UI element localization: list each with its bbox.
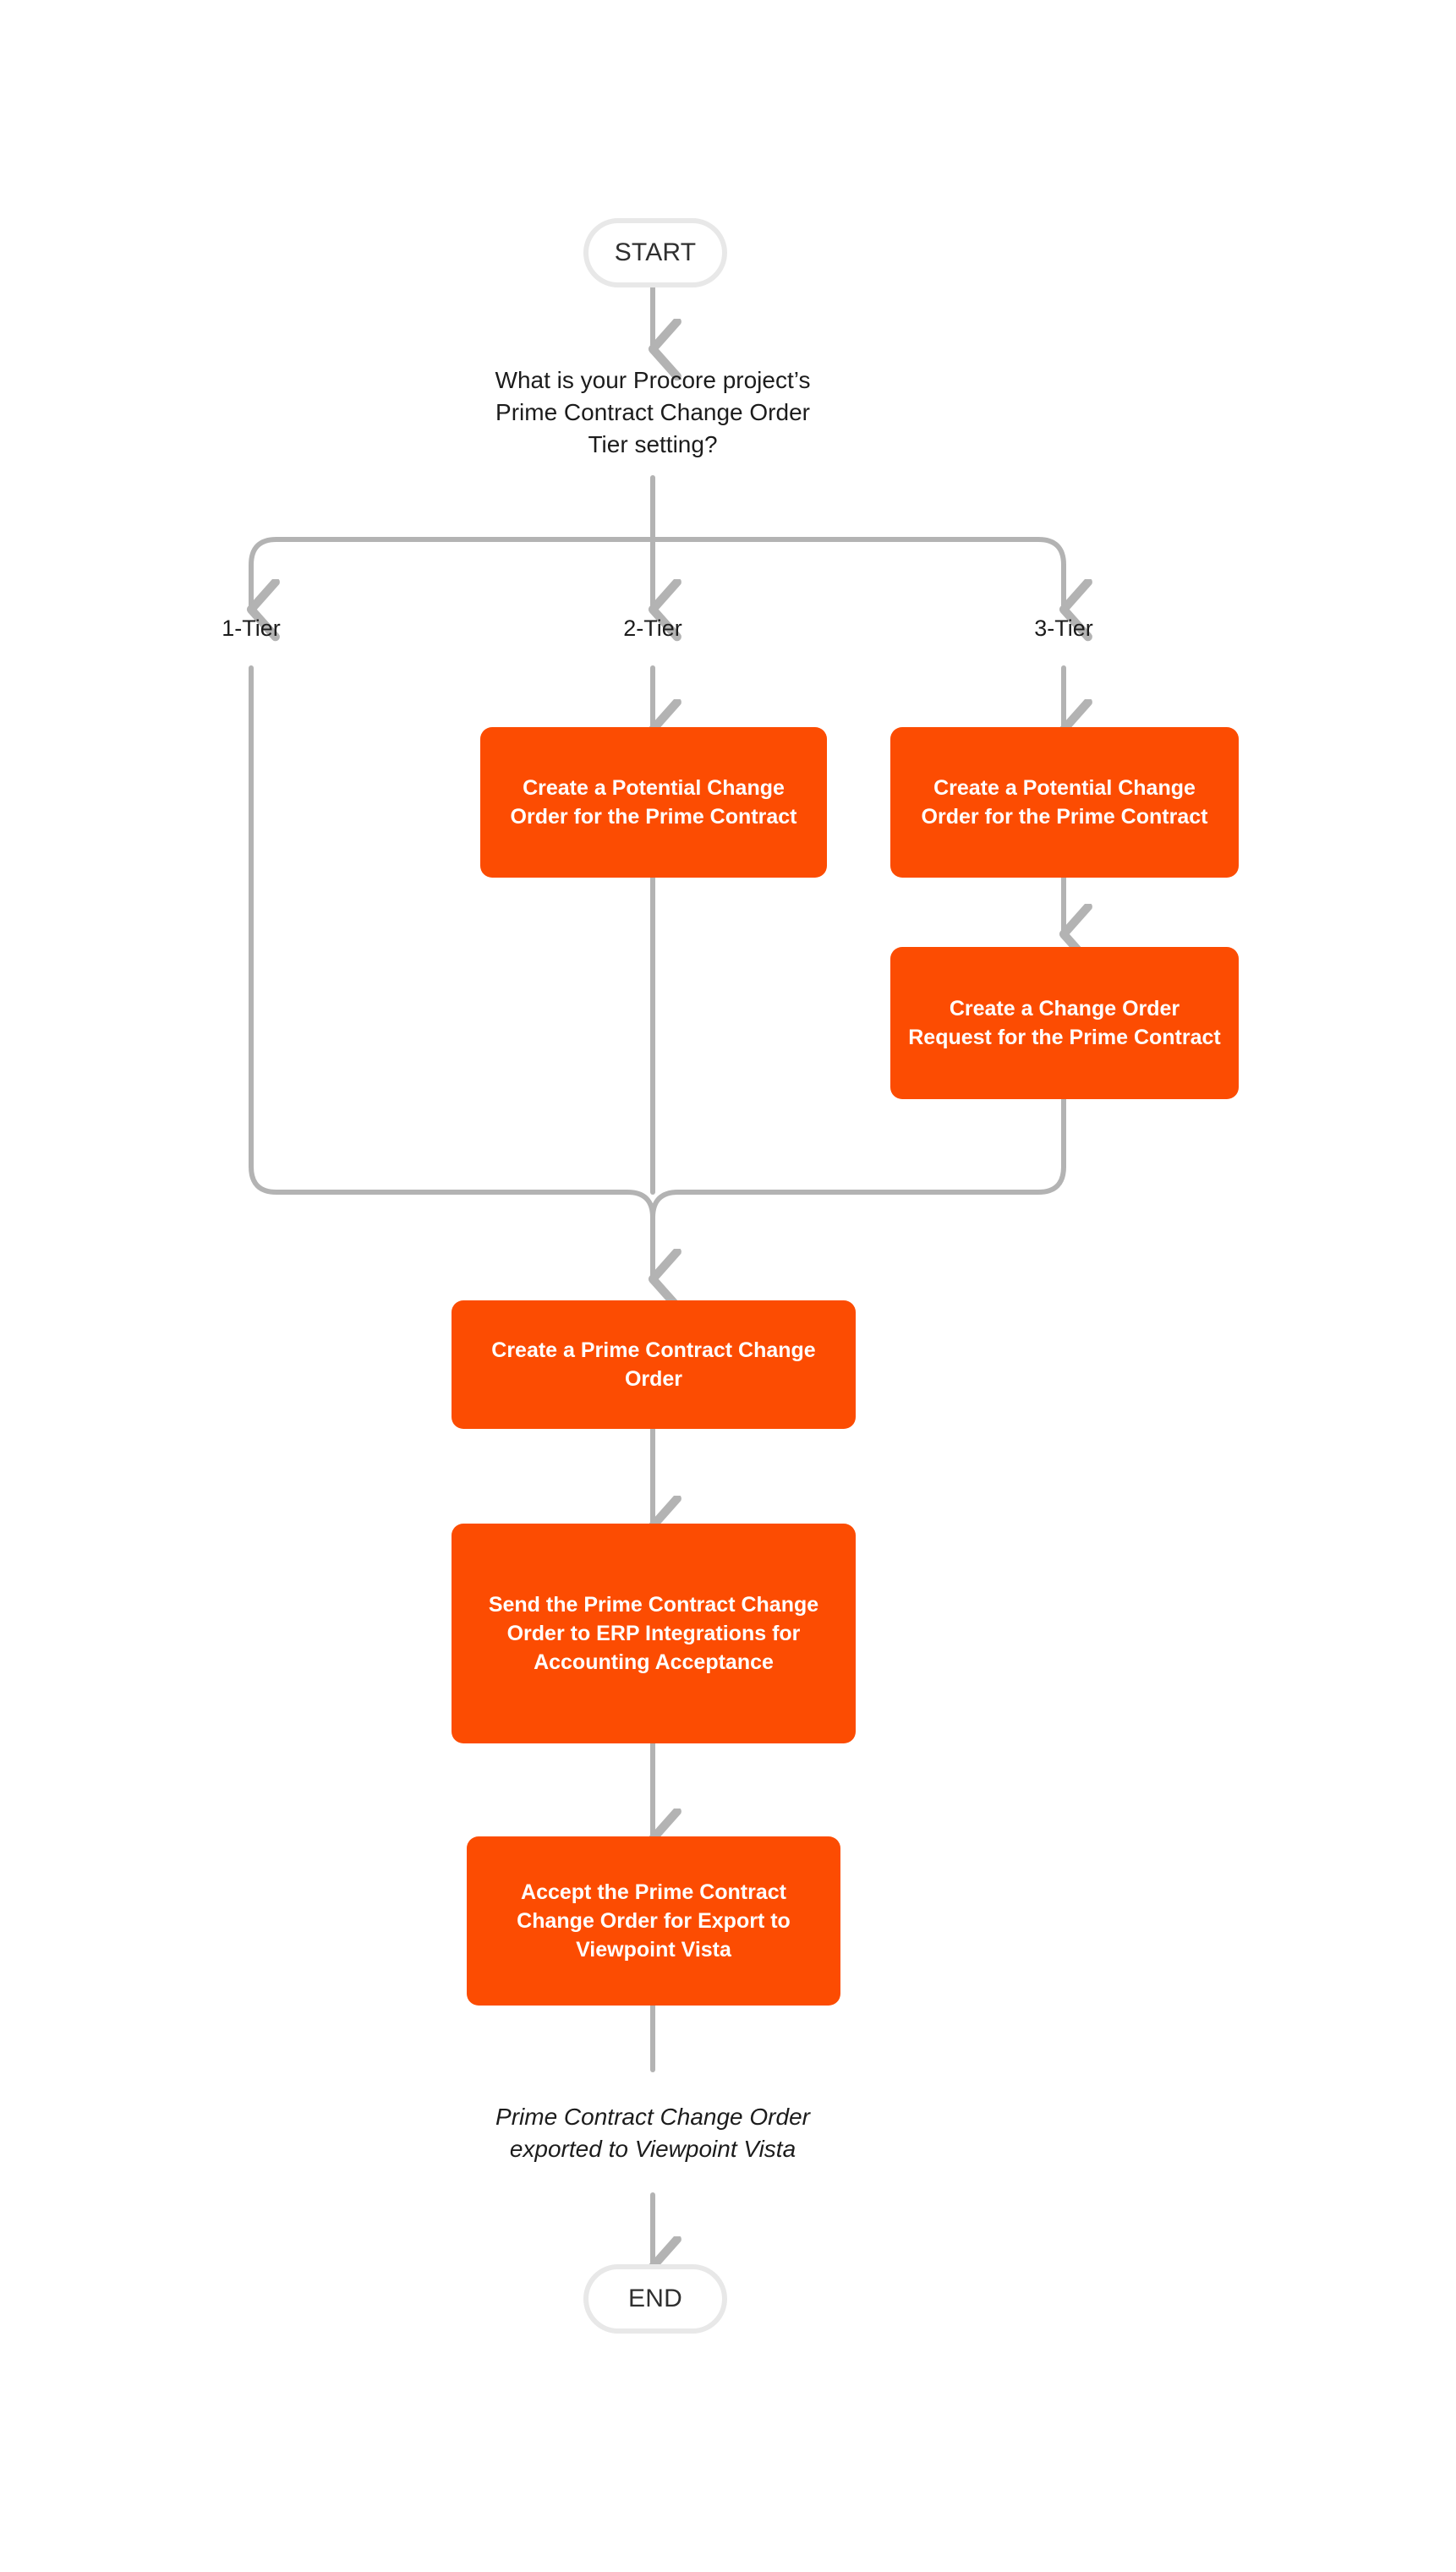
edge-split-to-tier1	[251, 537, 655, 605]
edge-split-to-tier3	[650, 537, 1064, 605]
process-create-pco-3tier-label: Create a Potential Change Order for the …	[921, 775, 1208, 829]
branch-label-2-tier: 2-Tier	[623, 616, 682, 642]
result-text: Prime Contract Change Order exported to …	[475, 2070, 830, 2197]
branch-label-1-tier-text: 1-Tier	[222, 616, 281, 641]
process-create-cor-3tier-label: Create a Change Order Request for the Pr…	[908, 996, 1221, 1049]
process-accept-for-export-label: Accept the Prime Contract Change Order f…	[517, 1880, 791, 1962]
process-create-prime-contract-change-order[interactable]: Create a Prime Contract Change Order	[452, 1300, 856, 1429]
process-send-to-erp-integrations[interactable]: Send the Prime Contract Change Order to …	[452, 1524, 856, 1743]
result-text-label: Prime Contract Change Order exported to …	[495, 2103, 810, 2162]
process-create-pco-3tier[interactable]: Create a Potential Change Order for the …	[890, 727, 1239, 878]
branch-label-1-tier: 1-Tier	[222, 616, 281, 642]
process-create-prime-contract-change-order-label: Create a Prime Contract Change Order	[491, 1338, 816, 1391]
end-terminator[interactable]: END	[583, 2264, 727, 2334]
process-create-pco-2tier[interactable]: Create a Potential Change Order for the …	[480, 727, 827, 878]
end-label: END	[628, 2285, 682, 2312]
decision-question-label: What is your Procore project’s Prime Con…	[495, 366, 811, 458]
process-send-to-erp-integrations-label: Send the Prime Contract Change Order to …	[488, 1592, 819, 1675]
branch-label-3-tier: 3-Tier	[1034, 616, 1093, 642]
start-label: START	[614, 238, 697, 266]
process-accept-for-export[interactable]: Accept the Prime Contract Change Order f…	[467, 1836, 840, 2006]
decision-question: What is your Procore project’s Prime Con…	[475, 345, 830, 480]
branch-label-3-tier-text: 3-Tier	[1034, 616, 1093, 641]
process-create-cor-3tier[interactable]: Create a Change Order Request for the Pr…	[890, 947, 1239, 1099]
edge-cor-rail	[650, 1097, 1066, 1278]
start-terminator[interactable]: START	[583, 218, 727, 287]
branch-label-2-tier-text: 2-Tier	[623, 616, 682, 641]
process-create-pco-2tier-label: Create a Potential Change Order for the …	[510, 775, 797, 829]
